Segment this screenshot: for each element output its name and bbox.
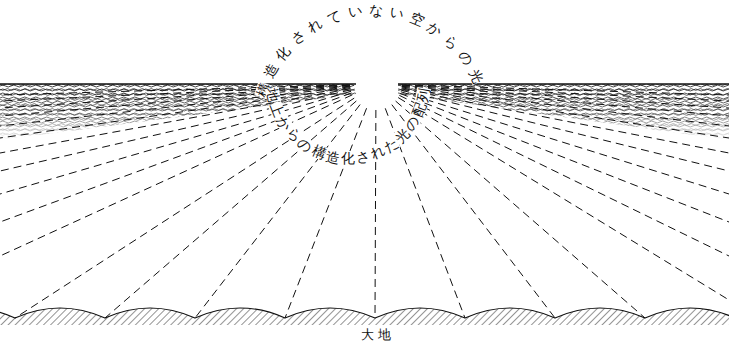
arc-character: さ	[355, 148, 371, 164]
arc-character: 光	[467, 67, 486, 86]
arc-character: 造	[325, 148, 341, 164]
arc-character: さ	[288, 28, 308, 48]
arc-character: か	[426, 19, 445, 38]
arc-character: な	[368, 3, 382, 17]
arc-character: て	[325, 8, 343, 26]
arc-character: い	[388, 4, 405, 21]
arc-character: 化	[341, 151, 355, 165]
ground-label: 大 地	[359, 328, 393, 342]
arc-character: ら	[442, 32, 462, 52]
arc-character: 列	[415, 87, 431, 103]
arc-character: い	[347, 3, 363, 19]
arc-character: の	[456, 48, 476, 68]
arc-character: 化	[273, 43, 293, 63]
arc-character: 造	[262, 61, 281, 80]
arc-character: れ	[305, 16, 324, 35]
arc-character: 空	[407, 10, 425, 28]
